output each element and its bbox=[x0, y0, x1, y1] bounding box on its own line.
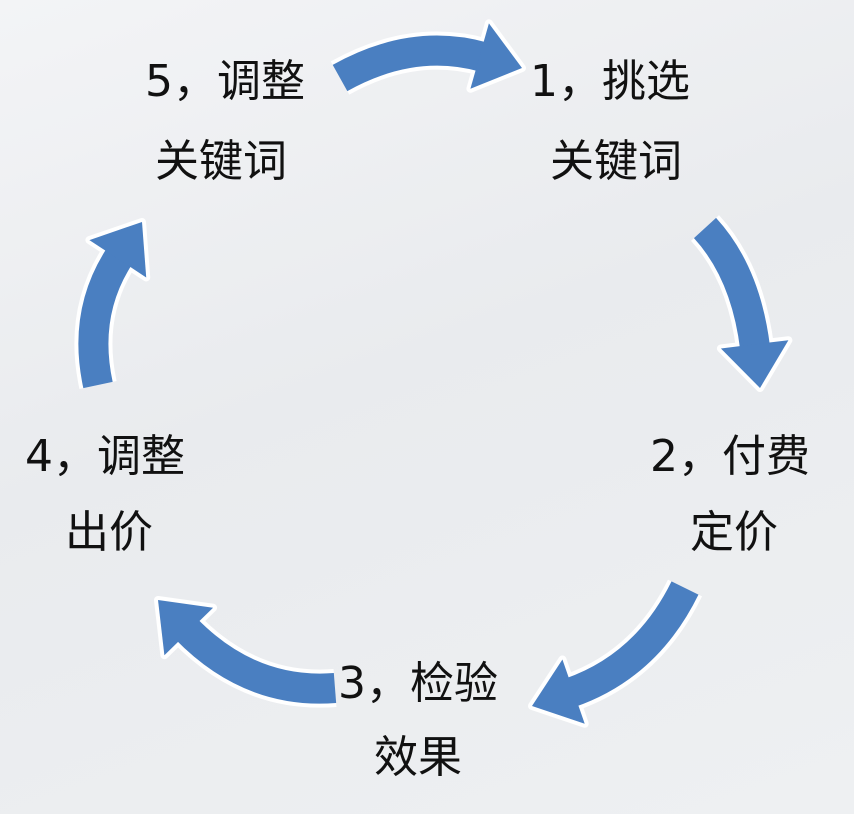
arrow-5-to-1 bbox=[330, 19, 526, 95]
step-3-line1: 3，检验 bbox=[338, 658, 498, 709]
arrow-shaft bbox=[175, 618, 337, 704]
step-5-line1: 5，调整 bbox=[145, 56, 305, 107]
arrow-shaft bbox=[332, 35, 488, 92]
step-1-line1: 1，挑选 bbox=[530, 56, 690, 107]
step-4-label: 4，调整 出价 bbox=[25, 435, 185, 555]
arrow-head bbox=[470, 23, 522, 89]
arrow-2-to-3 bbox=[528, 579, 703, 728]
step-2-line2: 定价 bbox=[690, 507, 778, 558]
arrow-1-to-2 bbox=[690, 215, 793, 392]
step-2-line1: 2，付费 bbox=[650, 431, 810, 482]
step-4-line2: 出价 bbox=[65, 507, 153, 558]
step-5-label: 5，调整 关键词 bbox=[145, 60, 305, 184]
arrow-head bbox=[532, 659, 585, 724]
arrow-3-to-4 bbox=[154, 596, 337, 708]
arrow-head bbox=[720, 340, 789, 388]
arrow-shaft bbox=[693, 217, 771, 351]
arrow-head bbox=[158, 600, 214, 656]
arrow-head bbox=[89, 222, 147, 278]
step-1-label: 1，挑选 关键词 bbox=[530, 60, 690, 184]
arrow-shaft bbox=[564, 581, 699, 708]
step-3-line2: 效果 bbox=[374, 732, 462, 783]
arrow-4-to-5 bbox=[74, 218, 151, 390]
step-1-line2: 关键词 bbox=[550, 136, 682, 187]
step-4-line1: 4，调整 bbox=[25, 431, 185, 482]
step-2-label: 2，付费 定价 bbox=[650, 435, 810, 555]
step-5-line2: 关键词 bbox=[155, 136, 287, 187]
step-3-label: 3，检验 效果 bbox=[338, 662, 498, 780]
arrow-shaft bbox=[78, 247, 133, 389]
